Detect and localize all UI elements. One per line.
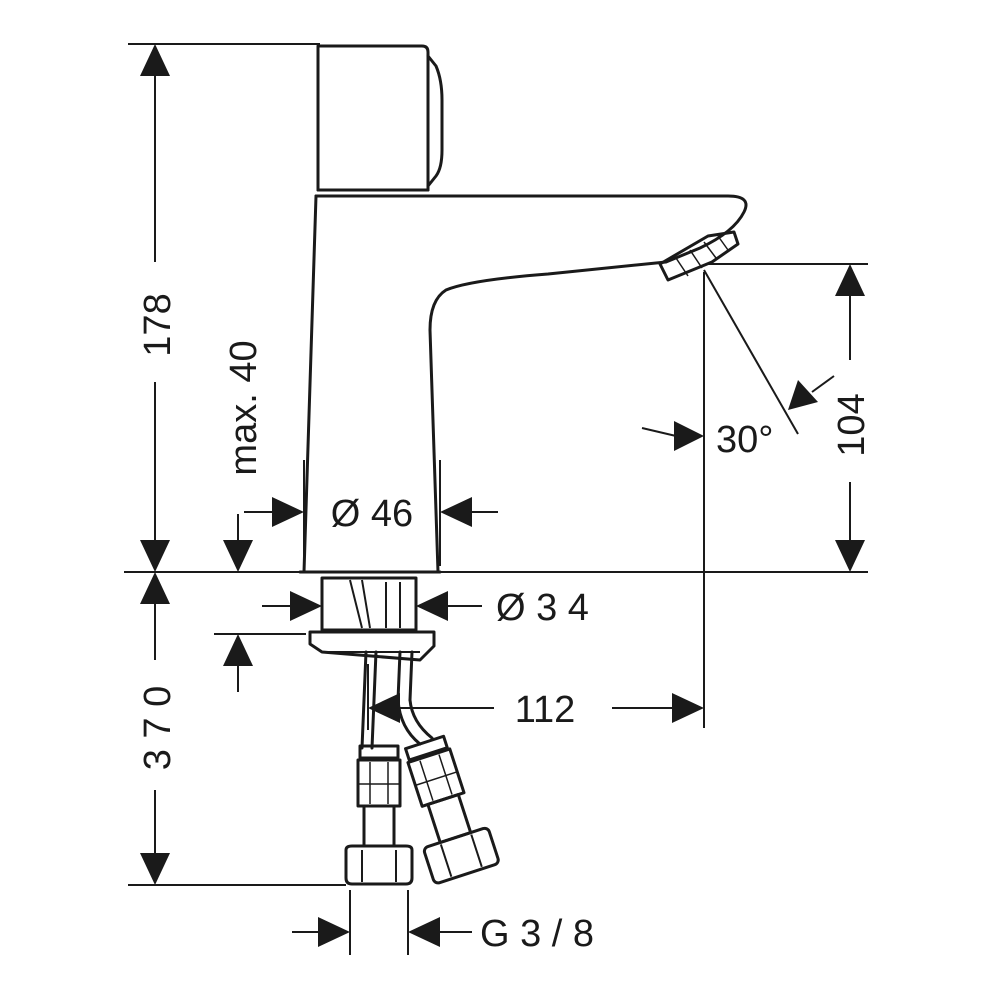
dimension-thread: G 3 / 8 (292, 913, 594, 955)
dim-label-diameter-34: Ø 3 4 (496, 587, 589, 629)
dimension-spout-height: max. 40 (223, 340, 265, 692)
dimension-total-height: 178 (137, 44, 179, 572)
dimension-outlet-height: 104 (831, 264, 873, 572)
dimension-hose-length: 3 7 0 (137, 572, 179, 885)
dimension-spout-reach: 112 (368, 689, 704, 731)
dim-label-112: 112 (515, 689, 576, 731)
dim-label-g3-8: G 3 / 8 (480, 913, 594, 955)
dim-label-max-40: max. 40 (223, 340, 265, 475)
dim-label-178: 178 (137, 293, 179, 356)
extension-lines (124, 43, 868, 955)
dim-label-diameter-46: Ø 46 (331, 493, 413, 535)
dim-label-370: 3 7 0 (137, 686, 179, 771)
dimension-outlet-angle: 30° (641, 375, 835, 461)
supply-hoses (344, 650, 500, 886)
dimension-shank-diameter: Ø 3 4 (262, 587, 589, 629)
dimension-body-diameter: Ø 46 (244, 493, 498, 535)
dim-label-104: 104 (831, 393, 873, 456)
dim-label-30-deg: 30° (716, 419, 773, 461)
